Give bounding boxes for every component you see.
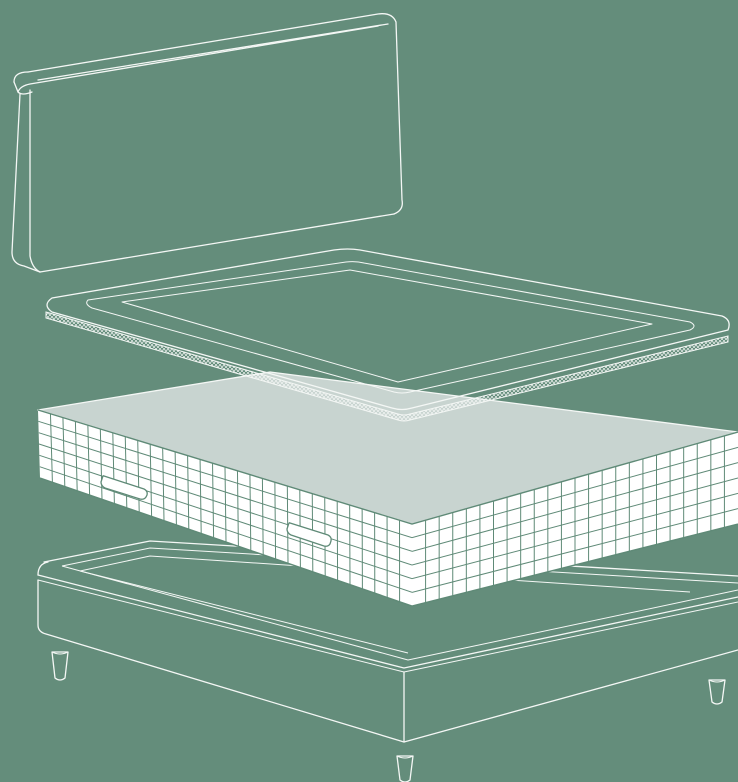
bed-leg xyxy=(52,652,68,680)
headboard xyxy=(12,14,402,272)
bed-leg xyxy=(397,756,413,782)
bed-leg xyxy=(709,680,725,704)
